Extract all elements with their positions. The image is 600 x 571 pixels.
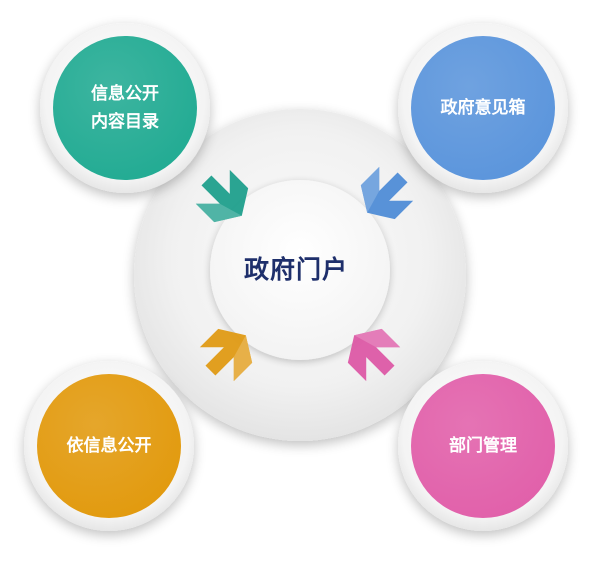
node-label-line: 依信息公开 <box>66 436 152 456</box>
node-label-top-left: 信息公开内容目录 <box>45 80 205 136</box>
arrow-top-left-icon <box>195 169 249 223</box>
node-label-line: 部门管理 <box>449 436 517 456</box>
center-title: 政府门户 <box>243 255 348 284</box>
node-circle-bottom-left[interactable] <box>37 374 181 518</box>
node-label-line: 信息公开 <box>91 84 159 104</box>
arrow-top-right-icon <box>360 166 414 220</box>
node-label-top-right: 政府意见箱 <box>403 94 563 122</box>
node-label-bottom-left: 依信息公开 <box>29 432 189 460</box>
center-disc <box>210 180 390 360</box>
node-circle-bottom-right[interactable] <box>411 374 555 518</box>
node-circle-top-left[interactable] <box>53 36 197 180</box>
node-label-bottom-right: 部门管理 <box>403 432 563 460</box>
node-label-line: 内容目录 <box>91 112 159 132</box>
arrow-bottom-left-icon <box>199 328 253 382</box>
node-label-line: 政府意见箱 <box>440 98 526 118</box>
arrow-bottom-right-icon <box>347 328 401 382</box>
node-circle-top-right[interactable] <box>411 36 555 180</box>
